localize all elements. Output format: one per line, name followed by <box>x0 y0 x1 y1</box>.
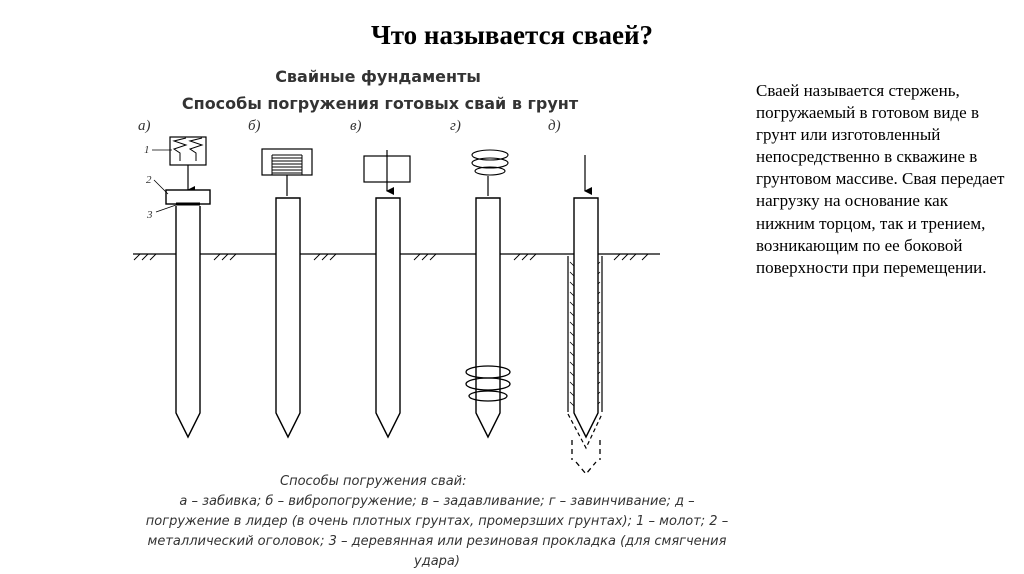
pile-driving-diagram: Свайные фундаменты Способы погружения го… <box>133 67 660 474</box>
part-label-3: 3 <box>146 209 153 221</box>
panel-letter-b: б) <box>248 118 261 134</box>
panel-letter-a: а) <box>138 118 151 134</box>
diagram-title: Свайные фундаменты <box>275 67 481 86</box>
pile-pressing <box>363 150 411 439</box>
pile-driving-hammer: 1 2 3 <box>144 136 211 439</box>
caption-body: а – забивка; б – вибропогружение; в – за… <box>145 494 729 569</box>
panel-letter-d: д) <box>548 118 561 134</box>
caption-title: Способы погружения свай: <box>280 474 467 489</box>
pile-leader-hole <box>567 155 603 474</box>
part-label-2: 2 <box>146 174 152 186</box>
diagram-subtitle: Способы погружения готовых свай в грунт <box>182 94 579 113</box>
pile-definition-text: Сваей называется стержень, погружаемый в… <box>756 80 1006 279</box>
panel-letter-v: в) <box>350 118 362 134</box>
slide-title: Что называется сваей? <box>370 20 654 50</box>
pile-vibration <box>261 148 313 439</box>
pile-screwing <box>465 149 511 439</box>
vibrator-box <box>261 148 313 176</box>
part-label-1: 1 <box>144 144 150 156</box>
metal-cap <box>165 189 211 205</box>
pile-definition-paragraph: Сваей называется стержень, погружаемый в… <box>756 81 1005 277</box>
panel-letter-g: г) <box>450 118 461 134</box>
